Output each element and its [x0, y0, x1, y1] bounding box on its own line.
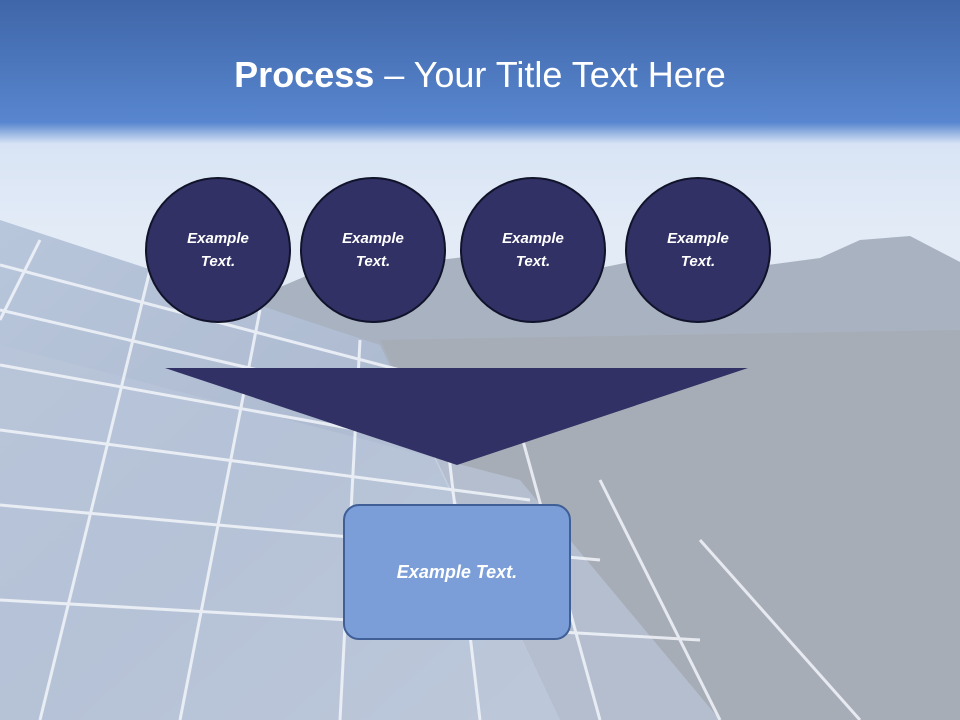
step-circle-2-label: Example Text.: [342, 230, 404, 270]
slide-title: Process – Your Title Text Here: [0, 52, 960, 98]
result-box: Example Text.: [343, 504, 571, 640]
step-circle-1-label: Example Text.: [187, 230, 249, 270]
step-circle-3-label: Example Text.: [502, 230, 564, 270]
step-circle-4-label: Example Text.: [667, 230, 729, 270]
step-circle-1: Example Text.: [145, 177, 291, 323]
step-circle-2: Example Text.: [300, 177, 446, 323]
title-bold: Process: [234, 54, 375, 95]
step-circle-3: Example Text.: [460, 177, 606, 323]
title-rest: – Your Title Text Here: [374, 54, 726, 95]
result-box-label: Example Text.: [396, 561, 518, 582]
step-circle-4: Example Text.: [625, 177, 771, 323]
